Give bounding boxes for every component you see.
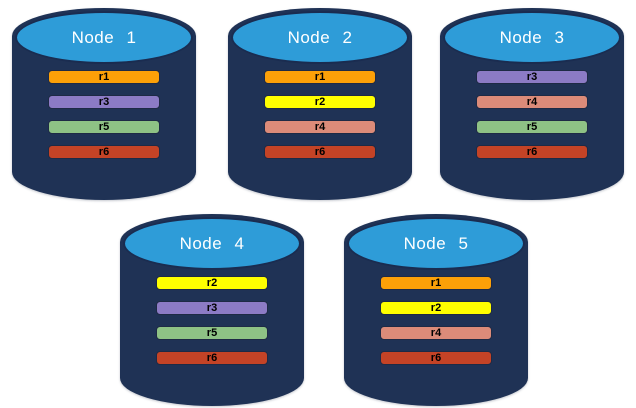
- replica-bars: r1 r3 r5 r6: [48, 70, 160, 159]
- replica-bars: r1 r2 r4 r6: [264, 70, 376, 159]
- replica-bar-r6: r6: [156, 351, 268, 365]
- replica-bar-label: r6: [526, 145, 538, 158]
- replica-bar-r1: r1: [48, 70, 160, 84]
- node-1: Node 1 r1 r3 r5 r6: [12, 8, 196, 200]
- replica-bar-label: r2: [314, 95, 326, 108]
- replica-bar-r2: r2: [380, 301, 492, 315]
- replica-bar-label: r3: [206, 301, 218, 314]
- cylinder-top: Node 3: [443, 11, 621, 64]
- replica-bar-label: r5: [206, 326, 218, 339]
- cylinder-top: Node 4: [123, 217, 301, 270]
- replica-bar-r5: r5: [476, 120, 588, 134]
- node-title: Node 5: [403, 233, 469, 253]
- cylinder-top: Node 1: [15, 11, 193, 64]
- replica-bar-r4: r4: [264, 120, 376, 134]
- replica-bar-label: r6: [206, 351, 218, 364]
- replica-bar-r4: r4: [476, 95, 588, 109]
- replica-bar-r3: r3: [476, 70, 588, 84]
- node-title: Node 3: [499, 27, 565, 47]
- node-title: Node 4: [179, 233, 245, 253]
- replica-bar-r3: r3: [48, 95, 160, 109]
- replica-bar-r3: r3: [156, 301, 268, 315]
- replica-bar-r6: r6: [476, 145, 588, 159]
- replica-bars: r2 r3 r5 r6: [156, 276, 268, 365]
- replica-bar-label: r2: [206, 276, 218, 289]
- replica-bar-label: r1: [98, 70, 110, 83]
- replica-bar-label: r1: [430, 276, 442, 289]
- replica-bar-r6: r6: [380, 351, 492, 365]
- replica-bar-label: r4: [430, 326, 442, 339]
- node-title: Node 2: [287, 27, 353, 47]
- replica-bars: r1 r2 r4 r6: [380, 276, 492, 365]
- replica-bars: r3 r4 r5 r6: [476, 70, 588, 159]
- cylinder-top: Node 2: [231, 11, 409, 64]
- replica-bar-r2: r2: [156, 276, 268, 290]
- replica-bar-label: r6: [430, 351, 442, 364]
- replica-bar-r5: r5: [156, 326, 268, 340]
- replica-bar-label: r6: [98, 145, 110, 158]
- replica-bar-label: r3: [98, 95, 110, 108]
- replica-bar-r6: r6: [48, 145, 160, 159]
- replica-bar-label: r4: [314, 120, 326, 133]
- replica-bar-label: r4: [526, 95, 538, 108]
- replica-bar-r2: r2: [264, 95, 376, 109]
- replica-bar-label: r2: [430, 301, 442, 314]
- cylinder-top: Node 5: [347, 217, 525, 270]
- replica-bar-label: r3: [526, 70, 538, 83]
- node-2: Node 2 r1 r2 r4 r6: [228, 8, 412, 200]
- replica-bar-r1: r1: [380, 276, 492, 290]
- replica-bar-r5: r5: [48, 120, 160, 134]
- node-title: Node 1: [71, 27, 137, 47]
- replica-bar-r4: r4: [380, 326, 492, 340]
- node-3: Node 3 r3 r4 r5 r6: [440, 8, 624, 200]
- replica-bar-label: r6: [314, 145, 326, 158]
- replica-bar-label: r5: [98, 120, 110, 133]
- replica-bar-r1: r1: [264, 70, 376, 84]
- replica-bar-label: r1: [314, 70, 326, 83]
- node-5: Node 5 r1 r2 r4 r6: [344, 214, 528, 406]
- replica-bar-label: r5: [526, 120, 538, 133]
- replica-bar-r6: r6: [264, 145, 376, 159]
- node-4: Node 4 r2 r3 r5 r6: [120, 214, 304, 406]
